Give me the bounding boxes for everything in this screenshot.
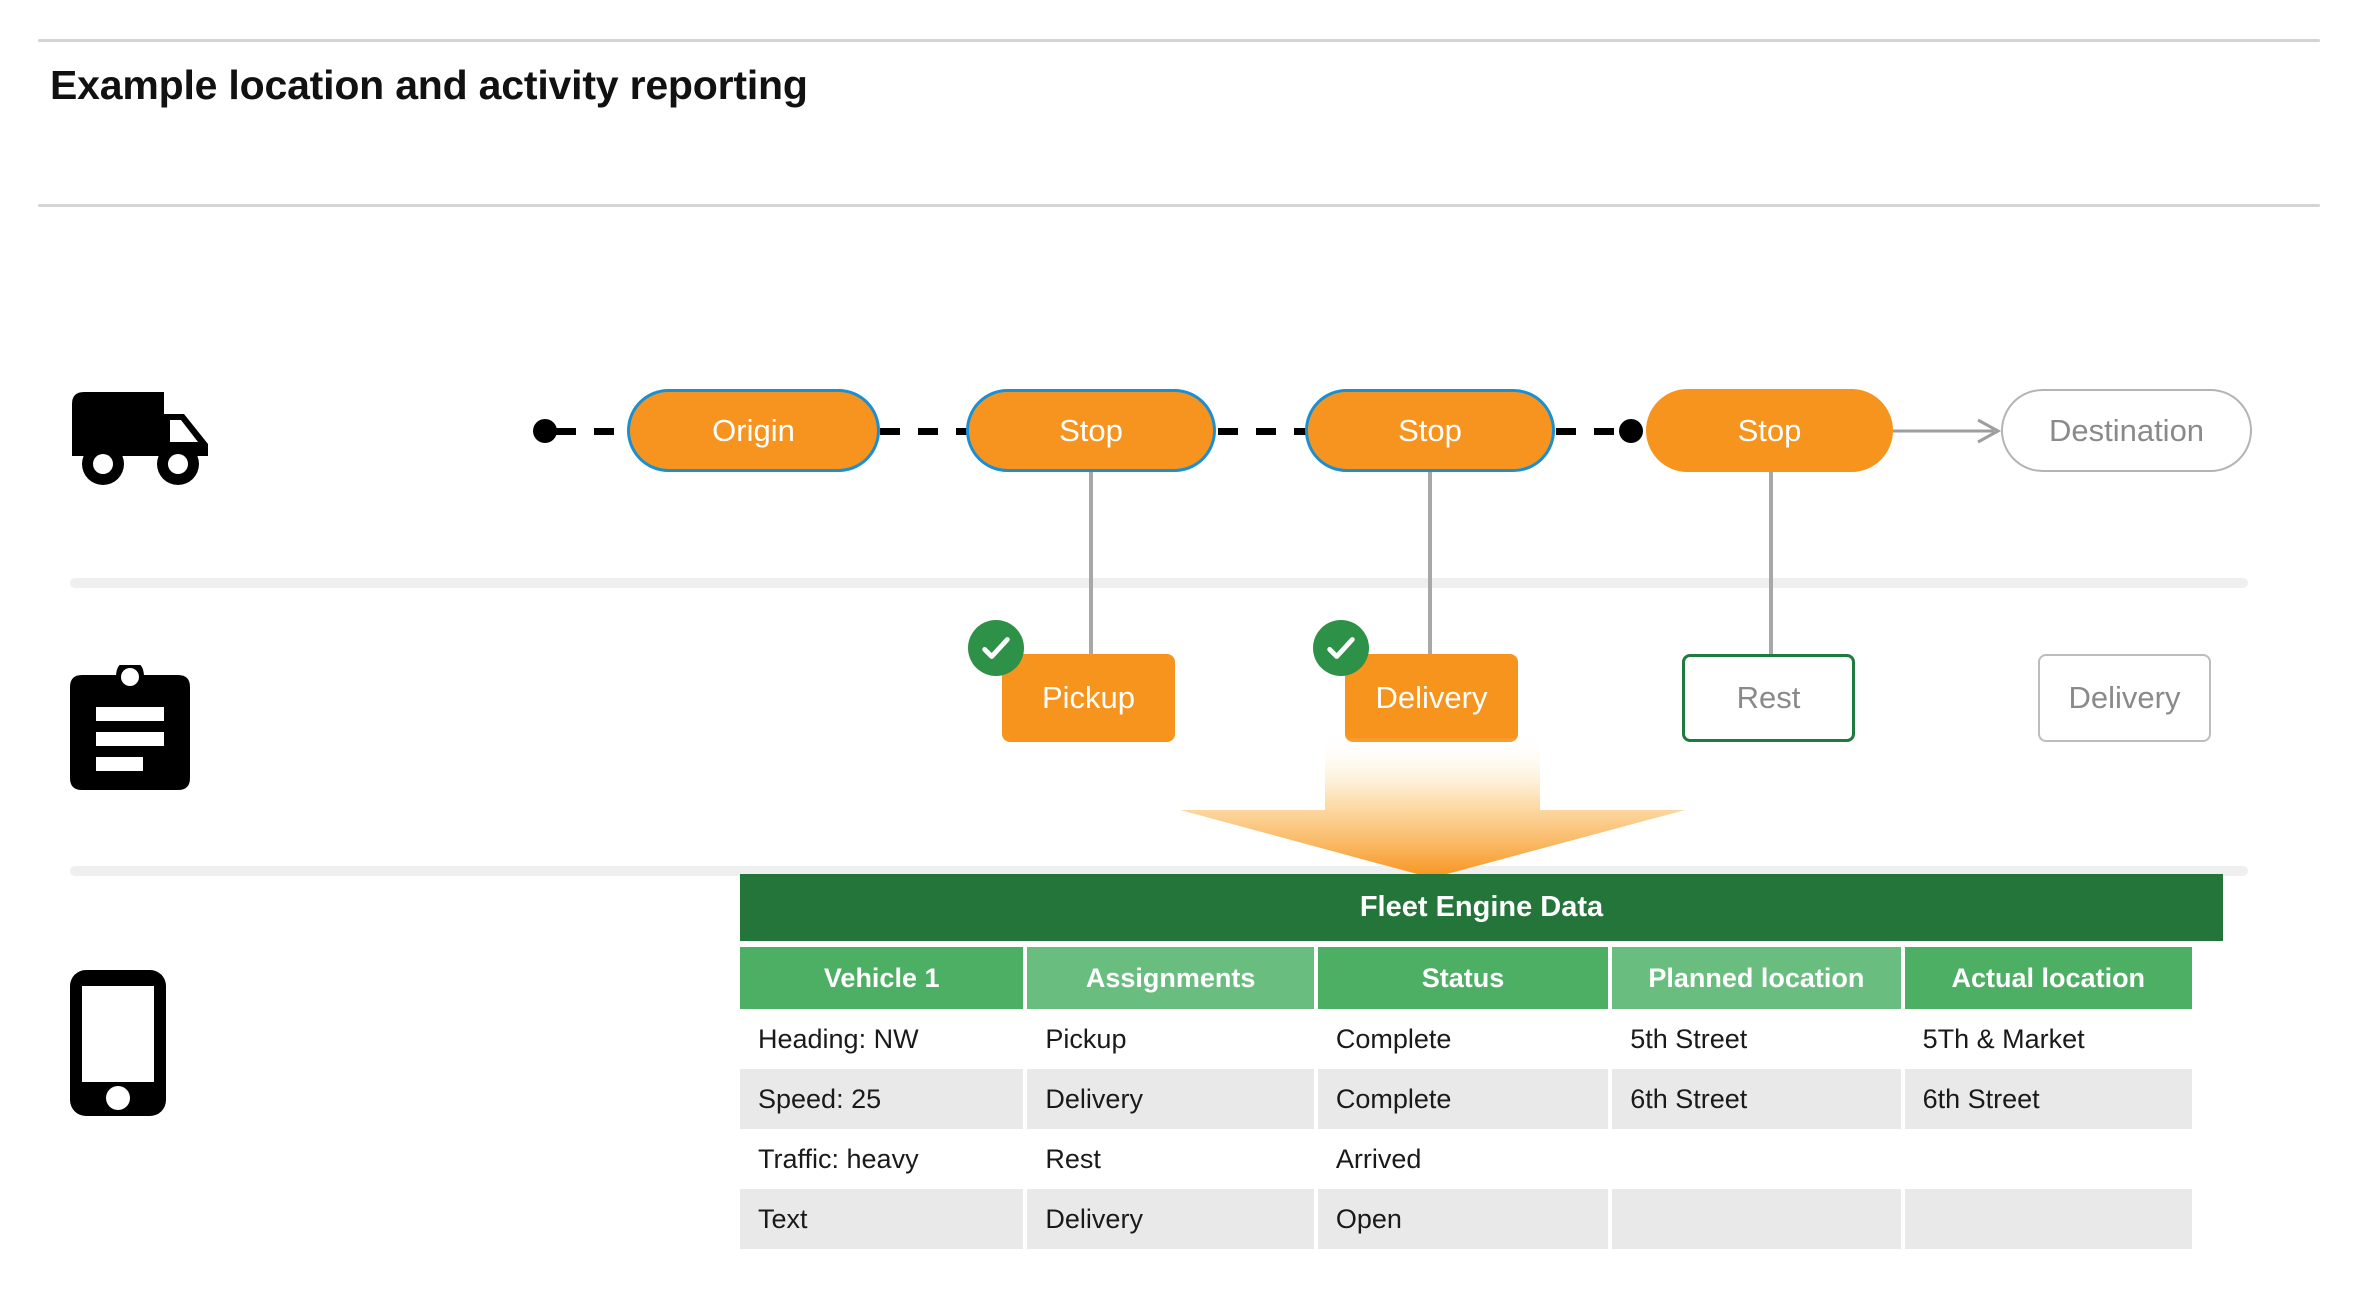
smartphone-icon [70, 970, 166, 1116]
activity-card-label: Rest [1736, 680, 1801, 715]
activity-complete-check-icon-pickup [968, 620, 1024, 676]
activity-card-delivery-pending[interactable]: Delivery [2038, 654, 2211, 742]
fleet-engine-table: Fleet Engine Data Vehicle 1 Assignments … [740, 874, 2223, 1249]
cell-actual-location: 5Th & Market [1904, 1009, 2192, 1069]
cell-assignment: Rest [1027, 1129, 1314, 1189]
route-stop-label: Stop [1059, 412, 1123, 448]
table-row[interactable]: Text Delivery Open [740, 1189, 2192, 1249]
route-stop-label: Stop [1737, 412, 1802, 448]
data-flow-arrow-icon [1180, 738, 1685, 878]
route-stop-label: Origin [712, 412, 795, 448]
route-dash-1 [880, 428, 970, 435]
cell-planned-location: 6th Street [1612, 1069, 1901, 1129]
cell-status: Complete [1317, 1069, 1609, 1129]
cell-planned-location [1612, 1189, 1901, 1249]
route-dash-2 [1218, 428, 1308, 435]
cell-status: Open [1317, 1189, 1609, 1249]
fleet-column-header-status: Status [1317, 947, 1609, 1009]
clipboard-icon [70, 665, 190, 790]
fleet-table-header-row: Vehicle 1 Assignments Status Planned loc… [740, 947, 2192, 1009]
route-stop-origin[interactable]: Origin [627, 389, 880, 472]
cell-status: Arrived [1317, 1129, 1609, 1189]
cell-planned-location [1612, 1129, 1901, 1189]
cell-vehicle: Speed: 25 [740, 1069, 1024, 1129]
route-stop-3[interactable]: Stop [1646, 389, 1893, 472]
cell-actual-location [1904, 1189, 2192, 1249]
header-rule-bottom [38, 204, 2320, 207]
connector-stop2-delivery [1428, 472, 1432, 654]
cell-actual-location: 6th Street [1904, 1069, 2192, 1129]
cell-vehicle: Heading: NW [740, 1009, 1024, 1069]
cell-status: Complete [1317, 1009, 1609, 1069]
band-divider-activity-device [70, 866, 2248, 876]
cell-assignment: Pickup [1027, 1009, 1314, 1069]
fleet-column-header-vehicle: Vehicle 1 [740, 947, 1024, 1009]
route-stop-1[interactable]: Stop [966, 389, 1216, 472]
route-destination-label: Destination [2048, 412, 2205, 448]
route-destination[interactable]: Destination [2001, 389, 2252, 472]
fleet-column-header-planned-location: Planned location [1612, 947, 1901, 1009]
connector-stop3-rest [1769, 472, 1773, 654]
activity-complete-check-icon-delivery [1313, 620, 1369, 676]
activity-card-pickup[interactable]: Pickup [1002, 654, 1175, 742]
activity-card-label: Pickup [1041, 680, 1136, 715]
fleet-table-title: Fleet Engine Data [740, 874, 2223, 941]
cell-planned-location: 5th Street [1612, 1009, 1901, 1069]
fleet-column-header-assignments: Assignments [1027, 947, 1314, 1009]
route-stop-2[interactable]: Stop [1305, 389, 1555, 472]
cell-assignment: Delivery [1027, 1069, 1314, 1129]
fleet-table-body: Heading: NW Pickup Complete 5th Street 5… [740, 1009, 2192, 1249]
route-stop-label: Stop [1398, 412, 1462, 448]
route-mid-dot [1619, 419, 1643, 443]
cell-vehicle: Traffic: heavy [740, 1129, 1024, 1189]
cell-assignment: Delivery [1027, 1189, 1314, 1249]
table-row[interactable]: Speed: 25 Delivery Complete 6th Street 6… [740, 1069, 2192, 1129]
header-rule-top [38, 39, 2320, 42]
route-dash-3 [1556, 428, 1626, 435]
table-row[interactable]: Heading: NW Pickup Complete 5th Street 5… [740, 1009, 2192, 1069]
activity-card-rest[interactable]: Rest [1682, 654, 1855, 742]
band-divider-vehicle-activity [70, 578, 2248, 588]
fleet-column-header-actual-location: Actual location [1904, 947, 2192, 1009]
destination-arrow-icon [1890, 418, 2002, 444]
activity-card-delivery[interactable]: Delivery [1345, 654, 1518, 742]
truck-icon [72, 392, 208, 485]
table-row[interactable]: Traffic: heavy Rest Arrived [740, 1129, 2192, 1189]
cell-actual-location [1904, 1129, 2192, 1189]
route-start-dot [533, 419, 557, 443]
activity-card-label: Delivery [2068, 680, 2181, 715]
page-title: Example location and activity reporting [50, 62, 808, 108]
cell-vehicle: Text [740, 1189, 1024, 1249]
activity-card-label: Delivery [1375, 680, 1488, 715]
connector-stop1-pickup [1089, 472, 1093, 654]
route-dash-0 [556, 428, 631, 435]
